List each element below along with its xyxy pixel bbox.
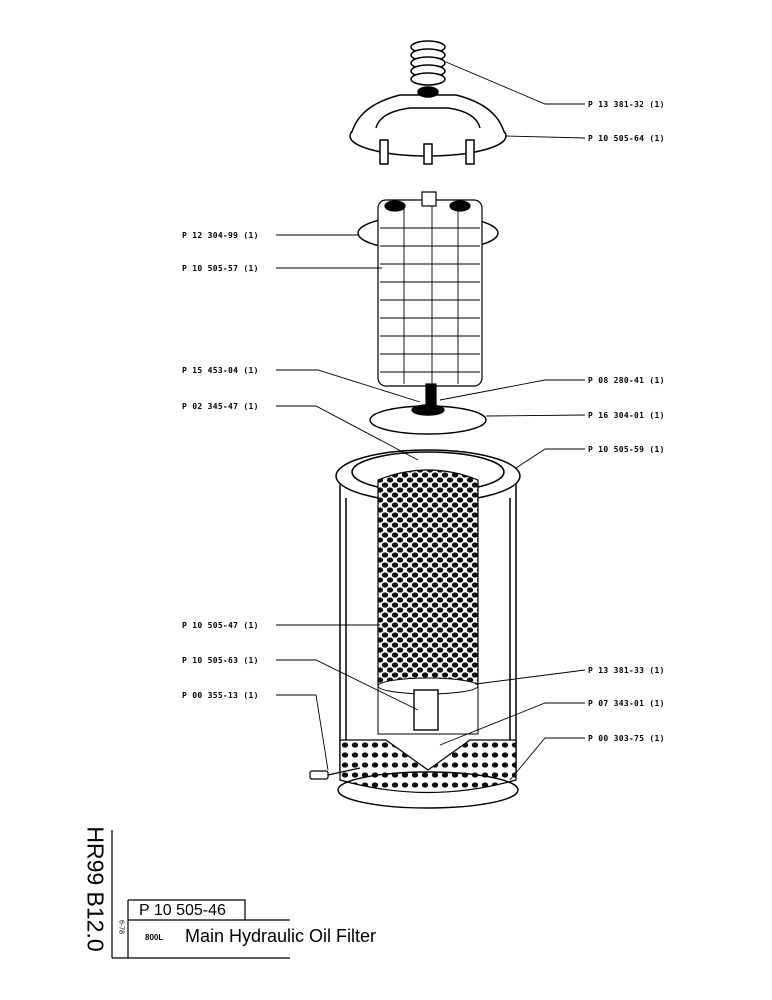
callout-filter-element: P 10 505-57 (1): [182, 264, 259, 273]
callout-housing: P 10 505-59 (1): [588, 445, 665, 454]
callout-washer: P 07 343-01 (1): [588, 699, 665, 708]
document-date-text: 6-78: [117, 919, 125, 935]
spring-part: [410, 40, 446, 86]
title-block-frame: [111, 830, 290, 959]
document-code: HR99 B12.0: [80, 826, 110, 952]
o-ring-bottom-part: [337, 771, 519, 809]
part-number: P 10 505-46: [139, 902, 226, 919]
callout-ring-lower: P 13 381-33 (1): [588, 666, 665, 675]
callout-bolt: P 02 345-47 (1): [182, 402, 259, 411]
callout-filter-cover: P 10 505-64 (1): [588, 134, 665, 143]
callout-gasket: P 16 304-01 (1): [588, 411, 665, 420]
callout-nut: P 08 280-41 (1): [588, 376, 665, 385]
callout-drain-plug: P 00 355-13 (1): [182, 691, 259, 700]
filter-cover-part: [349, 86, 507, 165]
callout-strainer: P 10 505-47 (1): [182, 621, 259, 630]
callout-bottom-spacer: P 10 505-63 (1): [182, 656, 259, 665]
drain-plug-part: [309, 767, 361, 780]
nut-part: [411, 404, 445, 416]
callout-center-seal: P 15 453-04 (1): [182, 366, 259, 375]
callout-o-ring-bottom: P 00 303-75 (1): [588, 734, 665, 743]
leader-lines: [276, 61, 586, 781]
document-date: 6-78: [114, 913, 128, 941]
callout-spring: P 13 381-32 (1): [588, 100, 665, 109]
filter-element-part: [377, 191, 483, 409]
strainer-part: [339, 469, 517, 794]
capacity-label: 800L: [145, 933, 164, 942]
document-code-text: HR99 B12.0: [82, 826, 109, 952]
drawing-title: Main Hydraulic Oil Filter: [185, 926, 377, 946]
callout-o-ring-top: P 12 304-99 (1): [182, 231, 259, 240]
